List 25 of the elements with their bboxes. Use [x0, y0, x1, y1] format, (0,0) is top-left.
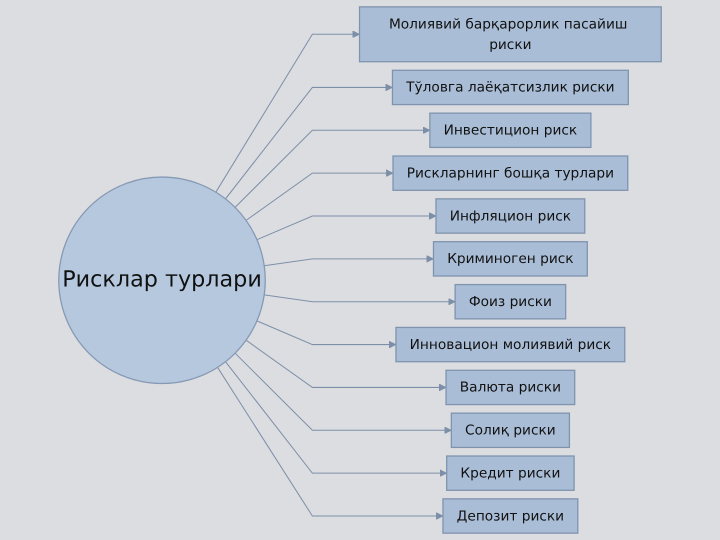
node-box: Криминоген риск — [432, 241, 588, 277]
arrow — [256, 212, 436, 240]
node-box: Рискларнинг бошқа турлари — [392, 155, 628, 191]
arrow — [264, 294, 456, 306]
arrow — [217, 367, 444, 520]
node-box: Депозит риски — [442, 498, 578, 534]
node-box: Солиқ риски — [450, 412, 570, 448]
arrow — [264, 255, 434, 266]
arrow — [256, 320, 396, 348]
arrow — [246, 340, 446, 392]
node-box: Валюта риски — [445, 370, 576, 406]
node-box: Инвестицион риск — [429, 112, 592, 148]
node-circle: Рисклар турлари — [58, 176, 266, 384]
node-box: Фоиз риски — [454, 284, 566, 320]
node-box: Кредит риски — [446, 455, 575, 491]
arrow — [246, 169, 394, 221]
arrow — [234, 352, 452, 434]
node-box: Инновацион молиявий риск — [395, 326, 626, 362]
node-box: Молиявий барқарорлик пасайиш риски — [358, 6, 662, 62]
node-box: Инфляцион риск — [435, 198, 586, 234]
arrow — [225, 84, 393, 200]
arrow — [225, 361, 448, 477]
arrow — [215, 30, 360, 192]
arrow — [234, 126, 430, 208]
node-box: Тўловга лаёқатсизлик риски — [392, 70, 629, 106]
